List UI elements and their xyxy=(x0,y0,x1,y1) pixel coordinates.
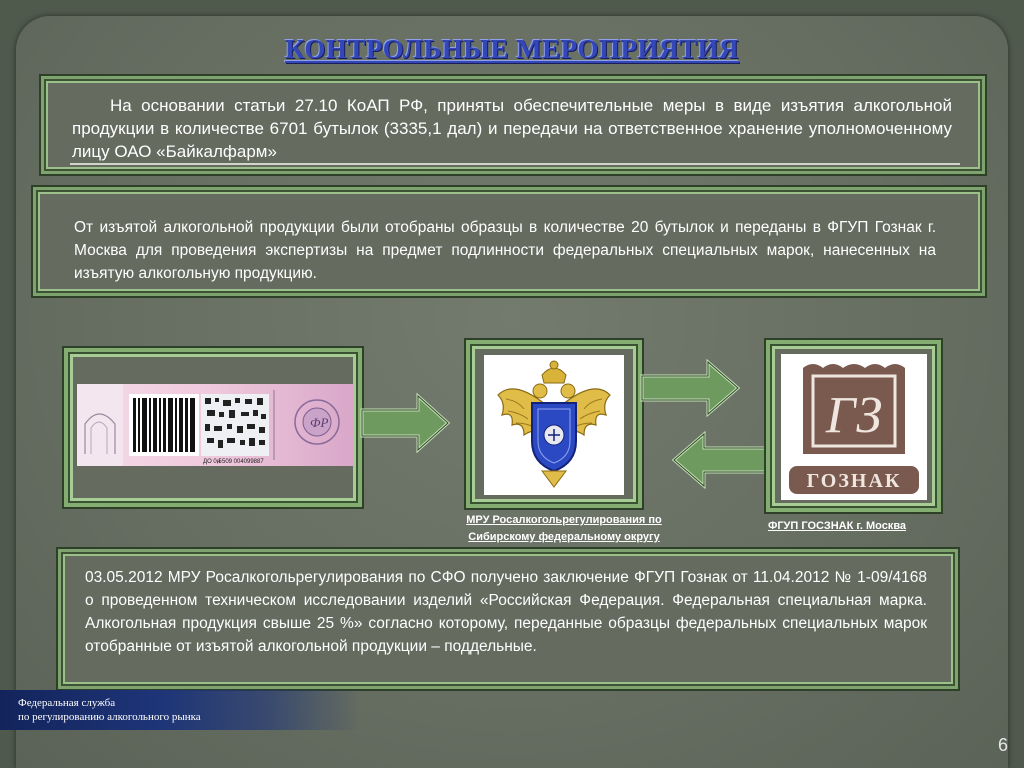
text-panel-samples: От изъятой алкогольной продукции были от… xyxy=(33,187,985,296)
arrow-right-icon xyxy=(360,392,451,454)
goznak-monogram: ГЗ xyxy=(825,387,882,444)
caption-goznak: ФГУП ГОСЗНАК г. Москва xyxy=(767,520,907,532)
goznak-logo-icon: ГЗ ГОЗНАК xyxy=(789,364,919,494)
arrow-left-icon xyxy=(672,430,770,490)
samples-text: От изъятой алкогольной продукции были от… xyxy=(74,219,936,282)
caption-mru-line1: МРУ Росалкогольрегулирования по xyxy=(466,514,662,526)
text-panel-seizure: На основании статьи 27.10 КоАП РФ, приня… xyxy=(41,76,985,174)
svg-text:ФР: ФР xyxy=(310,415,328,430)
arrow-right-icon xyxy=(640,358,741,418)
footer-line2: по регулированию алкогольного рынка xyxy=(18,711,201,723)
slide-title: КОНТРОЛЬНЫЕ МЕРОПРИЯТИЯ xyxy=(285,34,739,64)
goznak-name: ГОЗНАК xyxy=(807,470,902,492)
caption-mru-line2: Сибирскому федеральному округу xyxy=(468,531,660,543)
footer-line1: Федеральная служба xyxy=(18,697,116,709)
divider-line xyxy=(70,163,960,165)
stamp-side-text: ДО 0,5 xyxy=(203,459,222,465)
conclusion-text: 03.05.2012 МРУ Росалкогольрегулирования … xyxy=(85,569,927,655)
excise-stamp-image: ФР н 509 004099887 ДО 0,5 xyxy=(77,384,353,466)
eagle-emblem-icon xyxy=(497,360,611,488)
page-number: 6 xyxy=(997,735,1008,755)
footer-organization: Федеральная служба по регулированию алко… xyxy=(0,690,360,730)
excise-stamp-frame: ФР н 509 004099887 ДО 0,5 xyxy=(64,348,362,507)
stamp-code: н 509 004099887 xyxy=(217,459,264,465)
text-panel-conclusion: 03.05.2012 МРУ Росалкогольрегулирования … xyxy=(58,549,958,689)
seizure-text: На основании статьи 27.10 КоАП РФ, приня… xyxy=(72,96,952,161)
emblem-frame xyxy=(466,340,642,508)
caption-mru: МРУ Росалкогольрегулирования по Сибирско… xyxy=(440,512,688,546)
goznak-logo-frame: ГЗ ГОЗНАК xyxy=(766,340,941,512)
